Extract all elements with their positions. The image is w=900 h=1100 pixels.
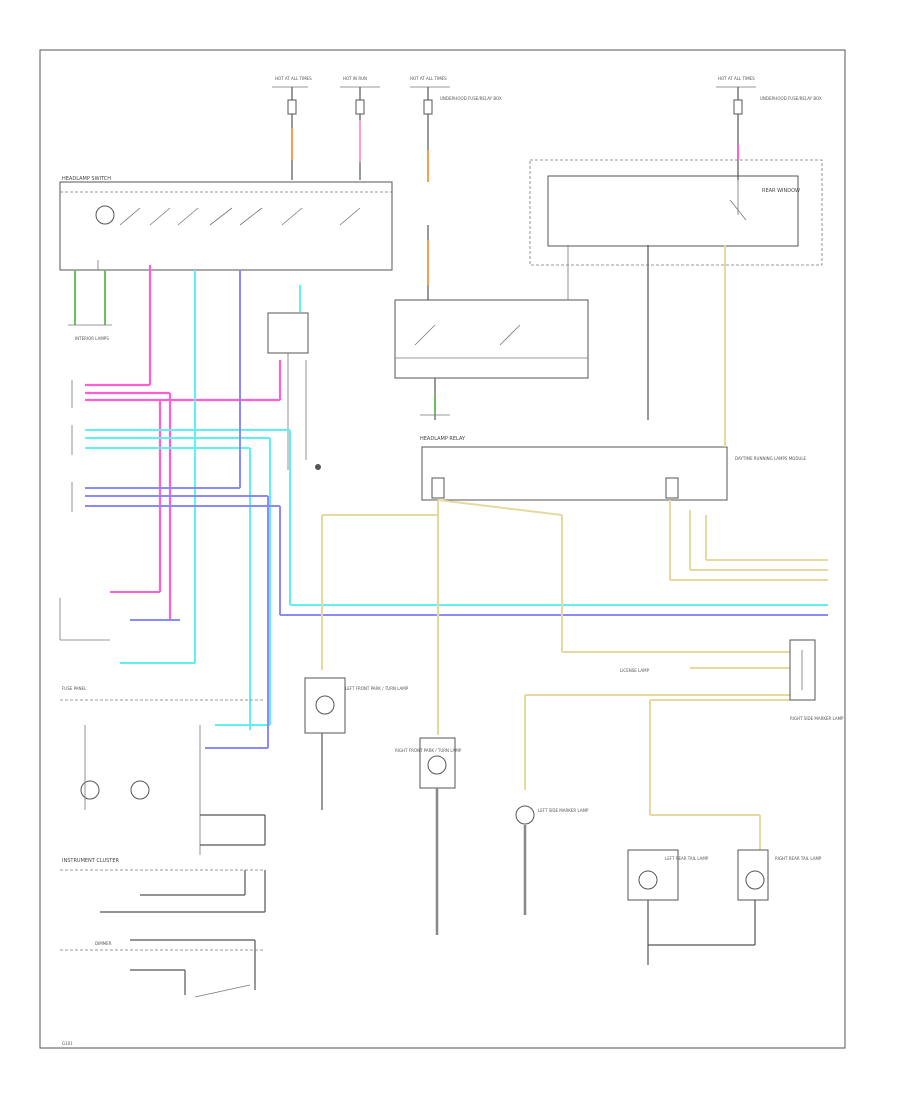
left-headlamp-label: RIGHT FRONT PARK / TURN LAMP: [395, 748, 462, 753]
diagram-border: [39, 49, 846, 1049]
dimmer-feed: [420, 225, 450, 420]
fuse-panel-label: FUSE PANEL: [62, 686, 87, 691]
fuse-feed-colors: [291, 120, 739, 182]
license-lamp-label: LICENSE LAMP: [620, 668, 650, 673]
svg-text:HOT IN RUN: HOT IN RUN: [343, 76, 367, 81]
svg-text:HOT AT ALL TIMES: HOT AT ALL TIMES: [275, 76, 312, 81]
lamp-left-front-park: [304, 677, 346, 810]
lamp-license-box: [789, 639, 816, 701]
lamp-rear-marker: [515, 805, 535, 915]
svg-text:HOT AT ALL TIMES: HOT AT ALL TIMES: [718, 76, 755, 81]
svg-text:HOT AT ALL TIMES: HOT AT ALL TIMES: [410, 76, 447, 81]
switch-bottom-leads: [68, 270, 112, 326]
dimmer-box: [394, 299, 589, 379]
drl-module: [421, 446, 728, 501]
blue-bundle: [85, 270, 828, 749]
lamps-interior: [80, 780, 150, 800]
left-marker-label: LEFT SIDE MARKER LAMP: [538, 808, 589, 813]
svg-text:UNDERHOOD FUSE/RELAY BOX: UNDERHOOD FUSE/RELAY BOX: [760, 96, 822, 101]
interior-module: [267, 312, 321, 470]
headlamp-relay-label: HEADLAMP RELAY: [420, 436, 466, 442]
relay-box-top-right: [529, 159, 823, 266]
lamp-left-headlamp: [419, 737, 456, 935]
svg-text:UNDERHOOD FUSE/RELAY BOX: UNDERHOOD FUSE/RELAY BOX: [440, 96, 502, 101]
headlamp-switch: [59, 181, 393, 271]
right-leads: [567, 245, 726, 447]
left-front-park-label: LEFT FRONT PARK / TURN LAMP: [345, 686, 409, 691]
headlamp-switch-label: HEADLAMP SWITCH: [62, 176, 111, 182]
right-marker-label: RIGHT SIDE MARKER LAMP: [790, 716, 844, 721]
ground-label: G101: [62, 1041, 73, 1046]
right-rear-label: RIGHT REAR TAIL LAMP: [775, 856, 822, 861]
tan-harness: [321, 499, 828, 850]
drl-module-label: DAYTIME RUNNING LAMPS MODULE: [735, 456, 807, 461]
interior-lamps-label: INTERIOR LAMPS: [75, 336, 109, 341]
instrument-cluster-area: [59, 598, 266, 998]
instrument-cluster-label: INSTRUMENT CLUSTER: [62, 858, 120, 864]
dimmer-label: DIMMER: [95, 941, 112, 946]
top-fuse-feeds: [272, 86, 756, 180]
lamp-right-rear-tail: [648, 849, 769, 946]
lamp-left-rear-tail: [627, 849, 679, 965]
rear-window-label: REAR WINDOW: [762, 188, 800, 194]
left-rear-label: LEFT REAR TAIL LAMP: [665, 856, 709, 861]
